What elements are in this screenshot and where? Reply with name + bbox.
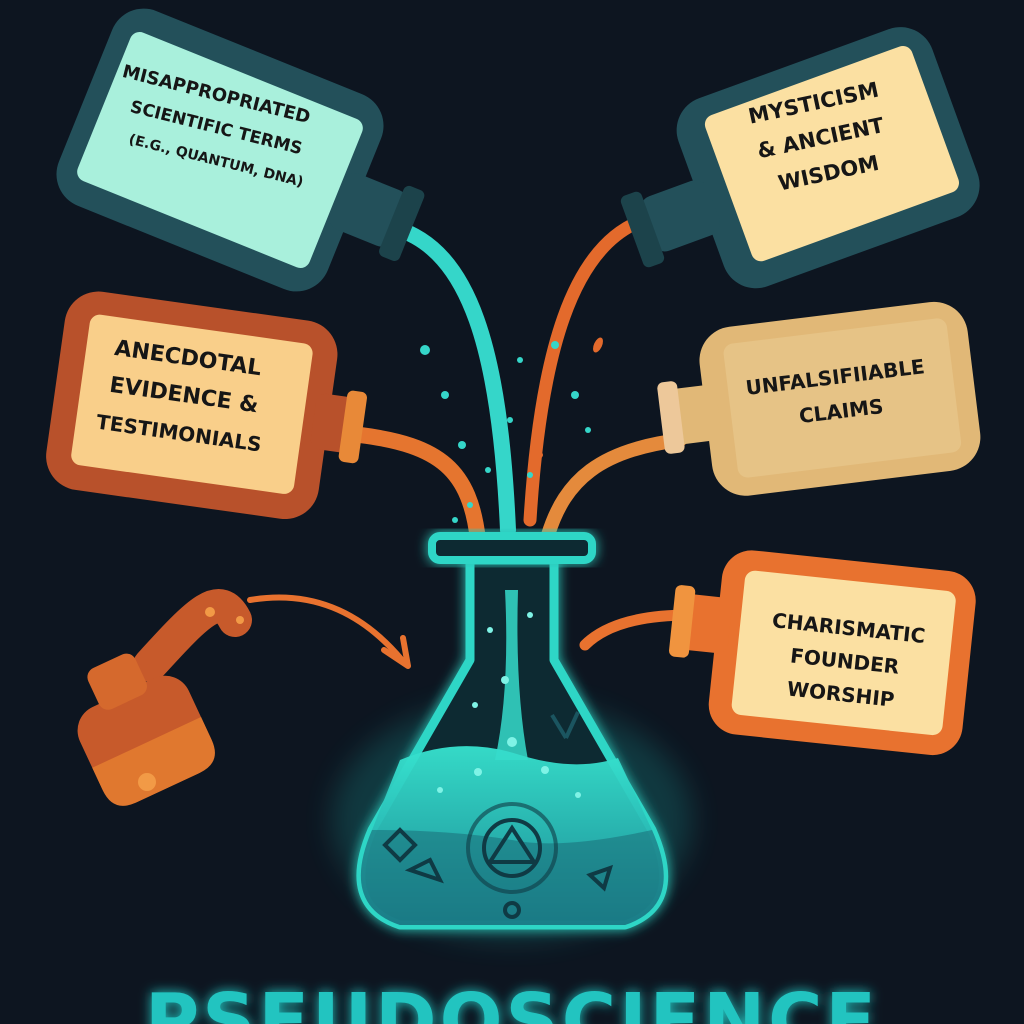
bottle-unfalsifiable-claims (657, 301, 981, 496)
arrow-icon (247, 594, 411, 669)
pour-streams (352, 211, 696, 651)
stream-tan-right (541, 433, 687, 542)
flask-bubbles (437, 612, 581, 798)
bottle-label (704, 45, 960, 262)
bottle-mysticism (620, 27, 980, 289)
bottle-label (71, 314, 313, 494)
bottle-label (723, 318, 962, 478)
small-bottle-bottom-left (77, 589, 252, 806)
splash-droplets (420, 341, 591, 523)
bottle-label (77, 32, 363, 268)
bottle-label (731, 570, 956, 736)
triangle-circle-icon (382, 711, 614, 919)
bottle-anecdotal-evidence (46, 291, 367, 520)
page-title: PSEUDOSCIENCE (145, 978, 879, 1024)
bottle-charismatic-founder (669, 550, 976, 756)
stream-orange-right (523, 211, 657, 527)
bottle-misappropriated-terms (56, 8, 425, 292)
stream-orange-left (352, 427, 486, 548)
stream-teal-left (387, 220, 516, 538)
